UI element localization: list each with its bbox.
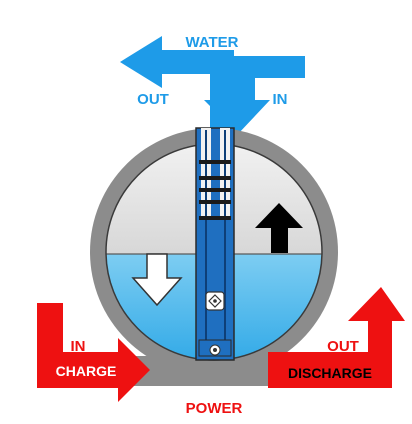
arrow-up-icon [255,203,303,253]
discharge-label: DISCHARGE [288,365,372,381]
water-in-label: IN [273,91,288,108]
valve-icon [205,291,225,311]
charge-in-label: IN [71,338,86,355]
power-label: POWER [186,400,243,417]
water-label: WATER [185,34,238,51]
arrow-down-icon [131,253,183,307]
water-out-label: OUT [137,91,169,108]
discharge-out-arrow [268,287,405,388]
port-icon [209,344,221,356]
charge-label: CHARGE [56,363,117,379]
water-out-arrow [120,36,234,128]
charge-in-arrow [37,303,150,402]
water-in-arrow [204,56,305,134]
discharge-out-label: OUT [327,338,359,355]
